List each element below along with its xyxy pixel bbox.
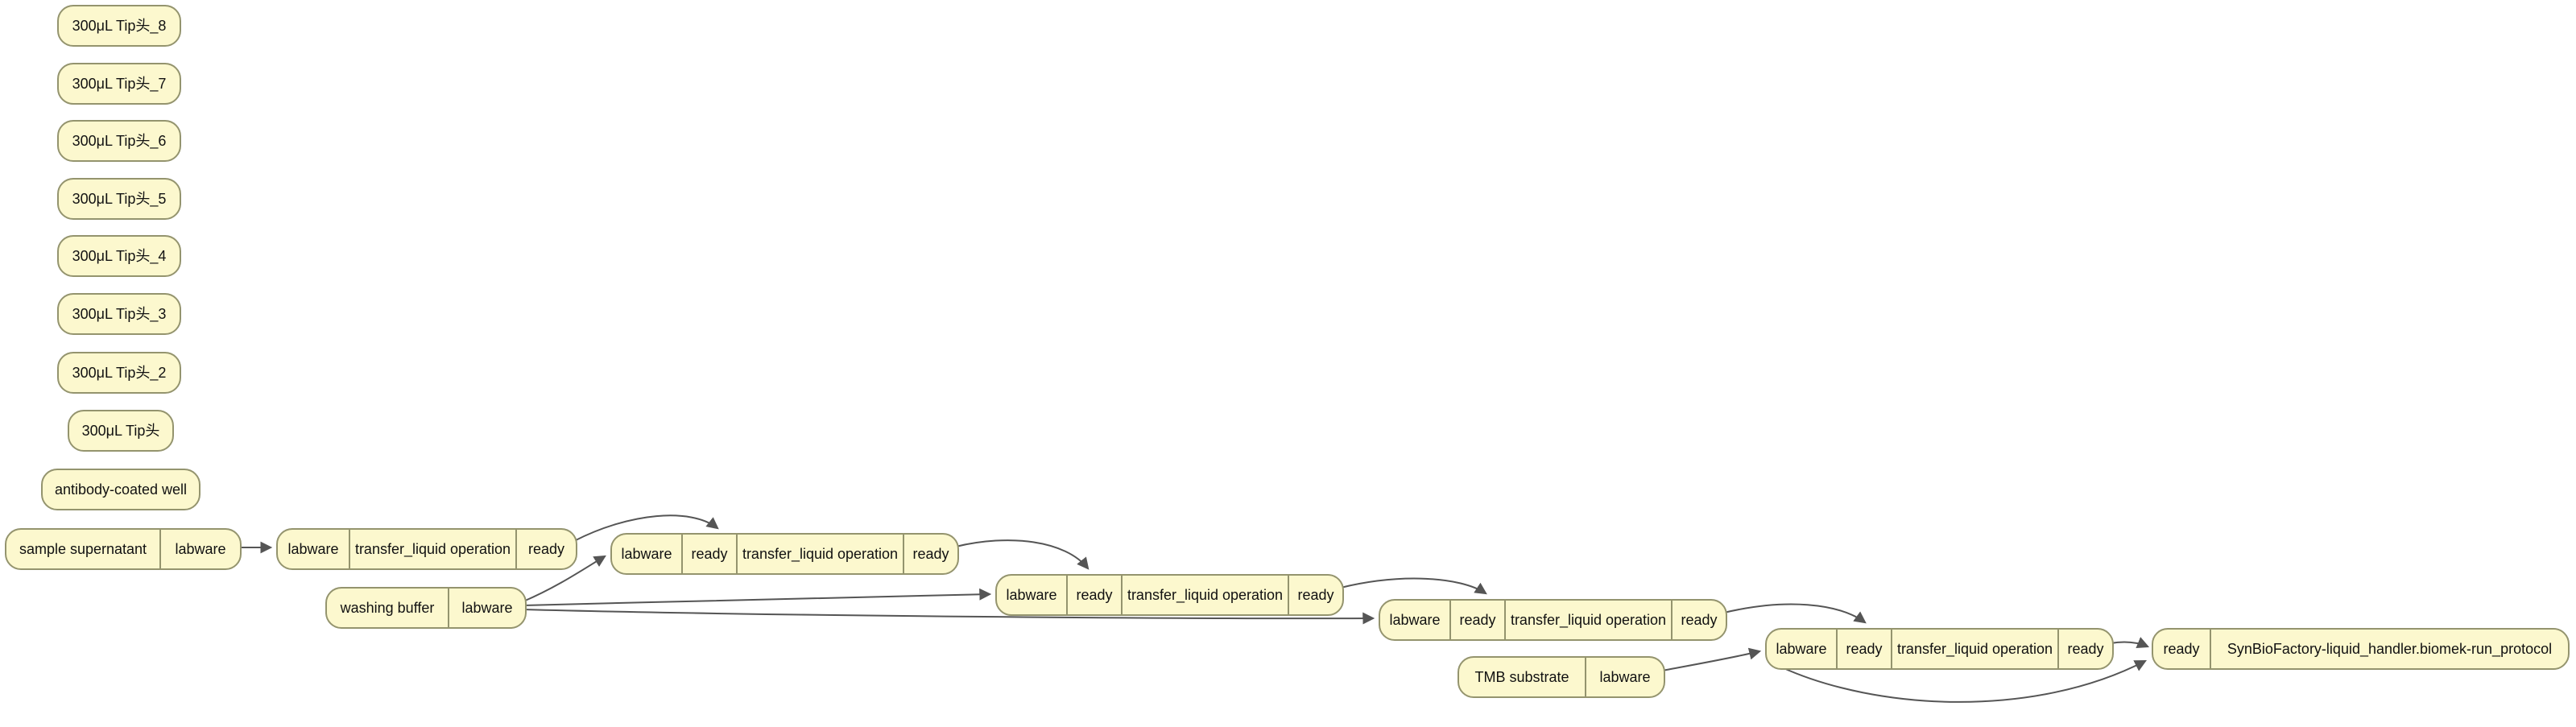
graph-edge-op_b-to-op_c-e6 <box>955 539 1090 570</box>
node-field-run_protocol-1: SynBioFactory-liquid_handler.biomek-run_… <box>2210 630 2568 668</box>
graph-node-run_protocol: ready SynBioFactory-liquid_handler.biomek… <box>2152 628 2570 670</box>
graph-edge-op_c-to-op_d-e7 <box>1340 577 1487 595</box>
graph-node-sample_supernatant: sample supernatant labware <box>5 528 242 570</box>
node-field-tip_1-0: 300μL Tip头 <box>81 423 160 439</box>
graph-edge-op_e-to-run_protocol-e10 <box>2110 637 2150 649</box>
graph-node-tip_8: 300μL Tip头_8 <box>57 5 181 47</box>
node-field-tip_5-0: 300μL Tip头_5 <box>72 191 167 207</box>
node-field-op_b-0: labware <box>621 546 672 562</box>
node-field-tip_8-0: 300μL Tip头_8 <box>72 18 167 34</box>
graph-node-tip_2: 300μL Tip头_2 <box>57 352 181 394</box>
node-field-op_b-3: ready <box>903 535 957 573</box>
node-field-op_d-3: ready <box>1671 601 1726 639</box>
graph-node-tip_4: 300μL Tip头_4 <box>57 235 181 277</box>
node-field-sample_supernatant-0: sample supernatant <box>19 541 147 557</box>
node-field-tip_7-0: 300μL Tip头_7 <box>72 76 167 92</box>
node-field-op_b-1: ready <box>681 535 736 573</box>
node-field-op_d-0: labware <box>1389 612 1441 628</box>
node-field-op_c-2: transfer_liquid operation <box>1121 576 1288 614</box>
node-field-op_c-1: ready <box>1066 576 1121 614</box>
node-field-op_a-1: transfer_liquid operation <box>349 530 515 568</box>
node-field-tip_6-0: 300μL Tip头_6 <box>72 133 167 149</box>
node-field-washing_buffer-0: washing buffer <box>340 600 435 616</box>
node-field-op_e-0: labware <box>1776 641 1827 657</box>
graph-edge-washing_buffer-to-op_c-e4 <box>523 588 992 606</box>
node-field-tmb_substrate-1: labware <box>1585 658 1664 696</box>
node-field-op_d-1: ready <box>1449 601 1504 639</box>
graph-node-washing_buffer: washing buffer labware <box>325 587 527 629</box>
graph-node-antibody_well: antibody-coated well <box>41 469 201 510</box>
graph-node-tip_5: 300μL Tip头_5 <box>57 178 181 220</box>
node-field-tip_2-0: 300μL Tip头_2 <box>72 365 167 381</box>
node-field-op_e-2: transfer_liquid operation <box>1891 630 2057 668</box>
node-field-op_c-3: ready <box>1288 576 1342 614</box>
graph-node-tip_3: 300μL Tip头_3 <box>57 293 181 335</box>
node-field-op_e-1: ready <box>1836 630 1891 668</box>
node-field-run_protocol-0: ready <box>2163 641 2200 657</box>
node-field-tip_3-0: 300μL Tip头_3 <box>72 306 167 322</box>
node-field-op_c-0: labware <box>1006 587 1057 603</box>
node-field-op_a-0: labware <box>287 541 339 557</box>
graph-edge-op_d-to-op_e-e8 <box>1723 603 1867 624</box>
graph-node-tip_6: 300μL Tip头_6 <box>57 120 181 162</box>
node-field-op_b-2: transfer_liquid operation <box>736 535 903 573</box>
graph-node-tip_1: 300μL Tip头 <box>68 410 174 452</box>
graph-edge-tmb_substrate-to-op_e-e9 <box>1661 647 1762 671</box>
node-field-op_a-2: ready <box>515 530 576 568</box>
node-field-op_d-2: transfer_liquid operation <box>1504 601 1671 639</box>
node-field-washing_buffer-1: labware <box>448 589 525 627</box>
node-field-op_e-3: ready <box>2057 630 2112 668</box>
graph-node-tmb_substrate: TMB substrate labware <box>1458 656 1665 698</box>
graph-node-tip_7: 300μL Tip头_7 <box>57 63 181 105</box>
node-field-antibody_well-0: antibody-coated well <box>54 481 188 498</box>
node-field-sample_supernatant-1: labware <box>159 530 240 568</box>
node-field-tmb_substrate-0: TMB substrate <box>1474 669 1569 685</box>
node-field-tip_4-0: 300μL Tip头_4 <box>72 248 167 264</box>
